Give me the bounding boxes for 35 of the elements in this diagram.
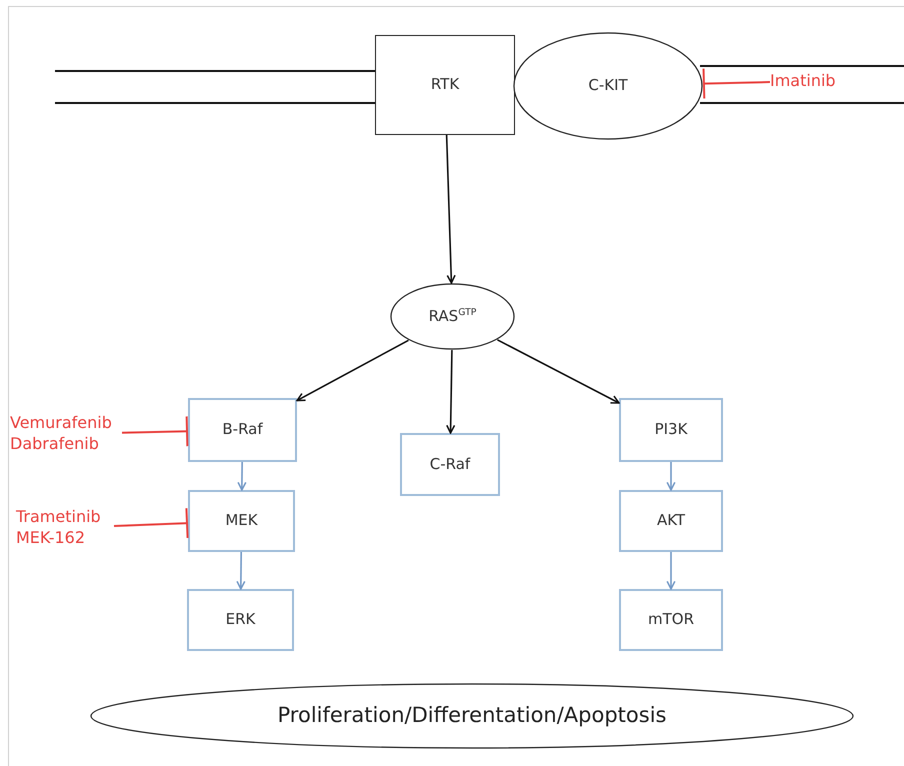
node-label: RTK	[430, 75, 460, 95]
receptor-box	[375, 35, 515, 135]
node-label: PI3K	[654, 420, 688, 440]
arrow	[237, 462, 247, 491]
protein-box	[400, 433, 500, 496]
node-label: RAS$^{GTP}$	[428, 306, 476, 326]
node-label: MEK	[225, 511, 258, 531]
drug-name: Trametinib	[16, 507, 101, 528]
arrow	[446, 350, 456, 434]
drug-name: Imatinib	[770, 70, 836, 92]
ellipse-node	[390, 283, 515, 350]
arrow	[666, 462, 676, 491]
drug-name: MEK-162	[16, 528, 86, 549]
node-label: AKT	[656, 511, 686, 531]
arrow	[497, 339, 620, 404]
protein-box	[188, 398, 297, 462]
node-label: C-Raf	[430, 454, 470, 474]
arrow	[236, 552, 246, 590]
drug-name: Dabrafenib	[10, 434, 99, 455]
node-label: B-Raf	[222, 420, 263, 440]
protein-box	[619, 490, 723, 552]
arrow	[446, 134, 456, 284]
ellipse-node	[513, 32, 703, 140]
node-label: mTOR	[648, 610, 694, 630]
protein-box	[619, 398, 723, 462]
arrow	[296, 340, 409, 402]
protein-box	[619, 589, 723, 651]
protein-box	[188, 490, 295, 552]
protein-box	[187, 589, 294, 651]
outcome-ellipse	[90, 683, 854, 749]
node-label: Proliferation/Differentation/Apoptosis	[278, 702, 666, 730]
node-label: C-KIT	[588, 76, 628, 96]
drug-name: Vemurafenib	[10, 413, 112, 434]
arrow	[666, 552, 676, 590]
node-label: ERK	[226, 610, 256, 630]
